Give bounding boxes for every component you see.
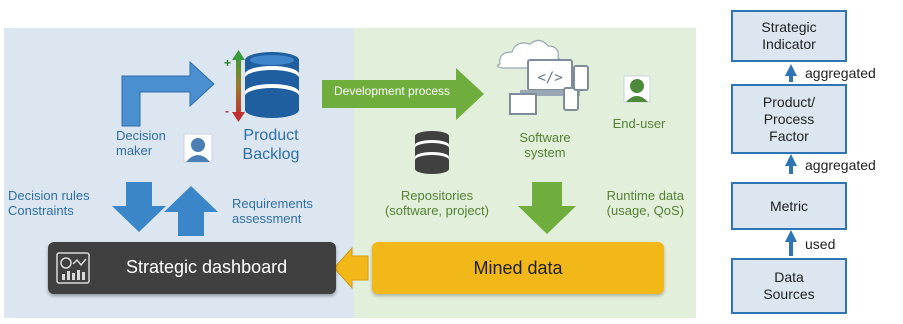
mined-data-box: Mined data [372,242,664,294]
strategic-dashboard-label: Strategic dashboard [126,257,288,277]
strategic-indicator-label: Strategic Indicator [761,19,817,52]
decision-maker-label: Decision maker [116,128,166,158]
runtime-down-arrow-icon [518,182,576,234]
software-system-label: Software system [519,130,571,160]
product-backlog-label: Product Backlog [242,127,300,163]
used-label: used [805,236,836,252]
metric-label: Metric [769,197,809,214]
product-backlog-database-icon [245,52,299,118]
development-process-label: Development process [334,84,451,98]
end-user-label: End-user [612,116,666,131]
data-sources-box: Data Sources [731,258,847,314]
svg-text:</>: </> [537,70,562,86]
decision-arrow-icon [121,60,215,127]
priority-bar-icon [232,50,245,122]
up-arrow-icon [785,64,797,82]
runtime-data-label: Runtime data (usage, QoS) [606,188,684,218]
up-arrow-icon [164,186,218,236]
down-arrow-icon [112,182,166,232]
metric-box: Metric [731,182,847,230]
data-sources-label: Data Sources [763,269,815,302]
decision-rules-label: Decision rules Constraints [8,188,90,218]
aggregated-label-2: aggregated [805,157,876,173]
end-user-avatar-icon [623,75,651,103]
mined-data-label: Mined data [473,257,563,278]
plus-label: + [224,56,232,70]
left-arrow-icon [333,246,369,290]
up-arrow-icon [785,230,797,256]
strategic-dashboard: Strategic dashboard [48,242,336,294]
development-process-arrow-icon [322,68,484,120]
software-system-icon: </> [496,39,589,115]
up-arrow-icon [785,154,797,174]
product-process-factor-label: Product/ Process Factor [762,93,816,144]
dashboard-icon [56,252,90,284]
decision-maker-avatar-icon [183,133,213,163]
repositories-label: Repositories (software, project) [384,188,490,218]
minus-label: - [225,104,229,118]
aggregated-label-1: aggregated [805,65,876,81]
product-process-factor-box: Product/ Process Factor [731,84,847,154]
strategic-indicator-box: Strategic Indicator [731,10,847,62]
requirements-assessment-label: Requirements assessment [232,196,313,226]
repositories-database-icon [415,131,449,174]
